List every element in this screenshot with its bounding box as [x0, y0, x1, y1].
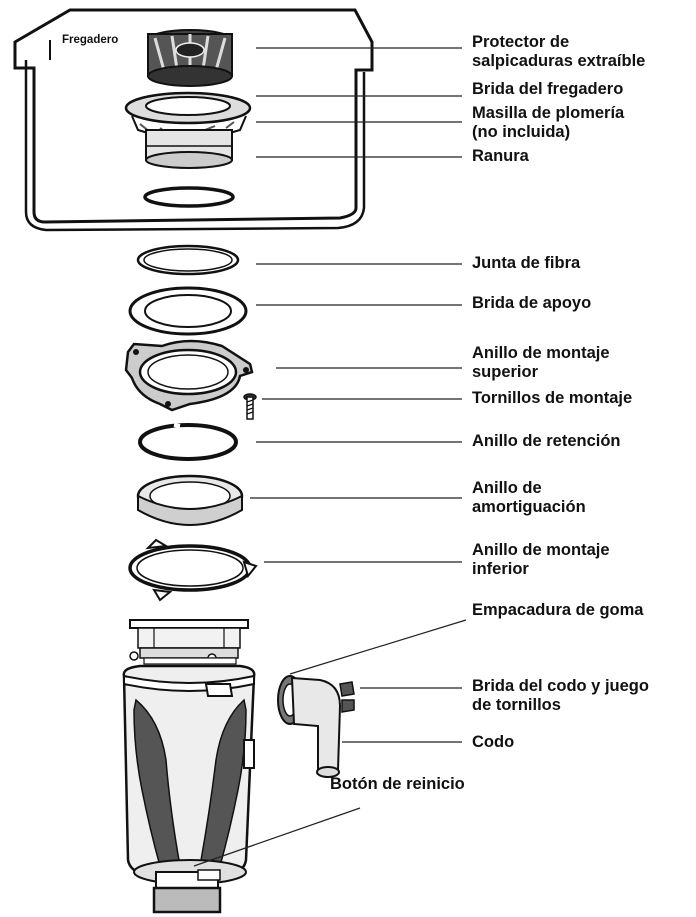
- sink-label: Fregadero: [62, 34, 119, 46]
- label-line: inferior: [472, 560, 529, 578]
- label-line: Brida del codo y juego: [472, 677, 649, 695]
- splash-guard-part: [147, 29, 233, 87]
- label-line: salpicaduras extraíble: [472, 52, 646, 70]
- lower-mounting-ring-part: [128, 538, 258, 602]
- snap-ring-in-sink: [143, 186, 235, 208]
- backup-flange-part: [128, 286, 248, 336]
- label-sink-flange: Brida del fregadero: [472, 80, 624, 98]
- elbow-part: [277, 675, 355, 778]
- mounting-screw-part: [243, 393, 257, 420]
- label-line: Anillo de: [472, 479, 542, 497]
- label-line: amortiguación: [472, 498, 586, 516]
- disposer-body: [122, 664, 256, 914]
- label-upper-mount-ring: Anillo de montaje superior: [472, 344, 610, 382]
- label-backup-flange: Brida de apoyo: [472, 294, 592, 312]
- cushion-mount-part: [136, 474, 244, 526]
- upper-mounting-ring-part: [124, 339, 254, 412]
- fiber-gasket-part: [136, 244, 240, 276]
- label-line: (no incluida): [472, 123, 571, 141]
- label-elbow-flange: Brida del codo y juego de tornillos: [472, 677, 649, 715]
- label-snap-ring: Anillo de retención: [472, 432, 621, 450]
- label-fiber-gasket: Junta de fibra: [472, 254, 581, 272]
- label-plumbers-putty: Masilla de plomería (no incluida): [472, 104, 624, 142]
- label-splash-guard: Protector de salpicaduras extraíble: [472, 33, 645, 71]
- label-line: Anillo de montaje: [472, 541, 610, 559]
- label-lower-mount-ring: Anillo de montaje inferior: [472, 541, 610, 579]
- disposer-top: [129, 619, 249, 665]
- label-elbow: Codo: [472, 733, 515, 751]
- label-line: Masilla de plomería: [472, 104, 625, 122]
- label-reset-button: Botón de reinicio: [330, 775, 465, 793]
- sink-basin: [13, 8, 374, 232]
- label-line: Anillo de montaje: [472, 344, 610, 362]
- label-cushion-mount: Anillo de amortiguación: [472, 479, 586, 517]
- label-line: Protector de: [472, 33, 570, 51]
- leader-lines: [193, 47, 467, 867]
- label-groove: Ranura: [472, 147, 529, 165]
- snap-ring-part: [138, 423, 238, 461]
- label-line: superior: [472, 363, 539, 381]
- sink-flange-part: [124, 91, 252, 169]
- label-rubber-gasket: Empacadura de goma: [472, 601, 644, 619]
- label-line: de tornillos: [472, 696, 561, 714]
- label-mounting-screws: Tornillos de montaje: [472, 389, 633, 407]
